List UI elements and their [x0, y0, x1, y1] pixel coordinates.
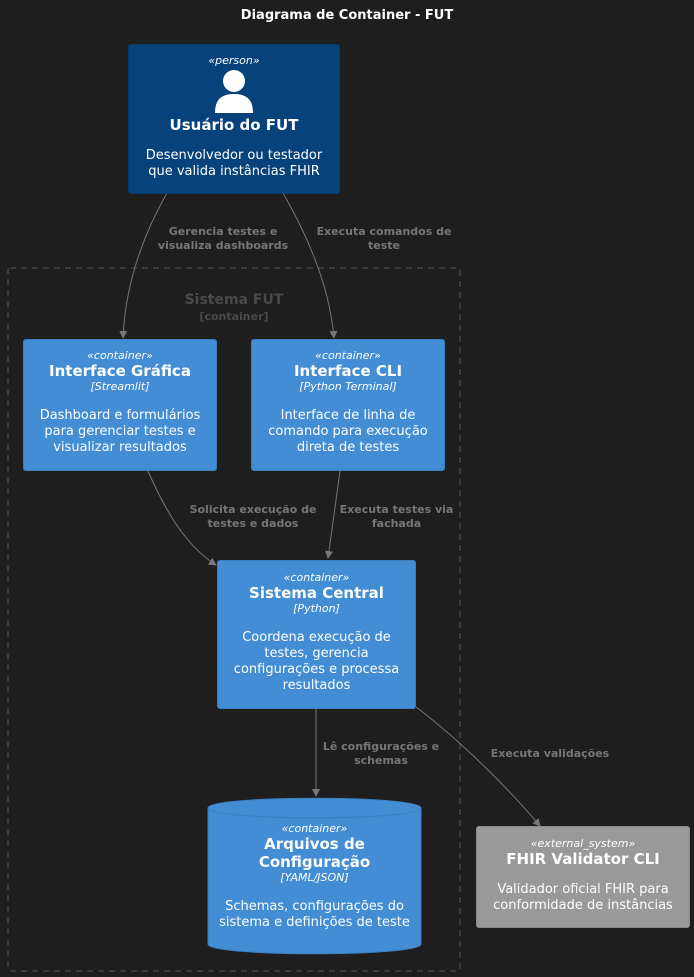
edge-user-cli	[282, 192, 338, 339]
external-fhir-validator[interactable]: «external_system» FHIR Validator CLI Val…	[476, 826, 690, 928]
cli-description: Interface de linha de comando para execu…	[268, 408, 428, 455]
cli-stereotype: «container»	[315, 349, 381, 362]
edge-core-validator	[415, 706, 541, 827]
label-cli-core: Executa testes via fachada	[339, 503, 454, 530]
gui-stereotype: «container»	[87, 349, 153, 362]
gui-description: Dashboard e formulários para gerenciar t…	[39, 408, 201, 455]
gui-name: Interface Gráfica	[49, 362, 191, 380]
container-config[interactable]: «container» Arquivos de Configuração [YA…	[208, 808, 421, 958]
boundary-name: Sistema FUT	[184, 292, 284, 308]
cli-tech: [Python Terminal]	[299, 380, 397, 393]
core-description: Coordena execução de testes, gerencia co…	[233, 630, 400, 693]
core-name: Sistema Central	[249, 584, 384, 602]
external-name: FHIR Validator CLI	[506, 850, 660, 868]
label-user-cli: Executa comandos de teste	[316, 225, 452, 252]
config-tech: [YAML/JSON]	[280, 871, 349, 884]
config-description: Schemas, configurações do sistema e defi…	[219, 899, 410, 930]
external-description: Validador oficial FHIR para conformidade…	[493, 882, 673, 913]
container-gui[interactable]: «container» Interface Gráfica [Streamlit…	[23, 339, 217, 471]
boundary-frame	[7, 267, 461, 972]
person-description: Desenvolvedor ou testador que valida ins…	[145, 148, 323, 179]
config-cylinder-top	[207, 807, 422, 819]
edge-user-gui	[119, 192, 168, 339]
label-user-gui: Gerencia testes e visualiza dashboards	[157, 225, 289, 252]
person-stereotype: «person»	[208, 54, 260, 67]
core-tech: [Python]	[293, 602, 340, 615]
container-core[interactable]: «container» Sistema Central [Python] Coo…	[217, 560, 416, 709]
core-stereotype: «container»	[283, 571, 350, 584]
label-core-validator: Executa validações	[490, 747, 610, 760]
boundary-type: [container]	[199, 310, 269, 323]
edge-gui-core	[147, 470, 217, 566]
external-stereotype: «external_system»	[530, 837, 636, 850]
label-gui-core: Solicita execução de testes e dados	[189, 503, 317, 530]
config-cylinder	[207, 797, 422, 955]
config-stereotype: «container»	[281, 822, 348, 835]
edge-cli-core	[325, 470, 341, 559]
gui-tech: [Streamlit]	[90, 380, 150, 393]
label-core-config: Lê configurações e schemas	[322, 740, 440, 767]
person-icon	[215, 70, 253, 113]
config-name: Arquivos de Configuração	[258, 835, 371, 871]
container-cli[interactable]: «container» Interface CLI [Python Termin…	[251, 339, 445, 471]
person-name: Usuário do FUT	[169, 116, 299, 134]
person-user[interactable]: «person» Usuário do FUT Desenvolvedor ou…	[128, 44, 340, 194]
diagram-title: Diagrama de Container - FUT	[240, 8, 454, 23]
cli-name: Interface CLI	[293, 362, 403, 380]
